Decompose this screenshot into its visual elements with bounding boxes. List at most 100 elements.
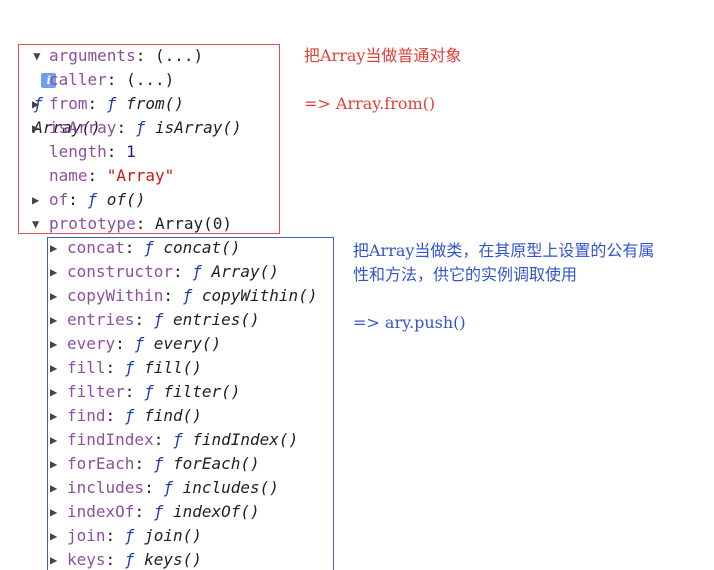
key-separator: : xyxy=(135,214,155,233)
prototype-prop-row[interactable]: ▶concat: ƒ concat() xyxy=(50,236,240,260)
function-symbol-icon: ƒ xyxy=(124,526,145,545)
expand-toggle-icon[interactable]: ▼ xyxy=(33,49,41,63)
function-symbol-icon: ƒ xyxy=(124,358,145,377)
function-symbol-icon: ƒ xyxy=(124,406,145,425)
key-separator: : xyxy=(105,550,125,569)
function-symbol-icon: ƒ xyxy=(153,310,173,329)
static-prop-row: caller: (...) xyxy=(32,68,174,92)
static-prop-row[interactable]: ▶from: ƒ from() xyxy=(32,92,184,116)
array-header-row[interactable]: ▼ i ƒ Array() xyxy=(14,20,100,137)
collapse-toggle-icon[interactable]: ▼ xyxy=(32,217,40,231)
expand-toggle-icon[interactable]: ▶ xyxy=(50,481,58,495)
property-key: caller xyxy=(49,70,107,89)
property-key: entries xyxy=(67,310,135,329)
prototype-prop-row[interactable]: ▶constructor: ƒ Array() xyxy=(50,260,279,284)
key-separator: : xyxy=(144,478,164,497)
expand-toggle-icon[interactable]: ▶ xyxy=(50,289,58,303)
prototype-prop-row[interactable]: ▶findIndex: ƒ findIndex() xyxy=(50,428,298,452)
property-value: copyWithin() xyxy=(201,286,318,305)
prototype-prop-row[interactable]: ▶join: ƒ join() xyxy=(50,524,202,548)
key-separator: : xyxy=(134,502,154,521)
key-separator: : xyxy=(106,142,127,161)
static-prop-row: arguments: (...) xyxy=(32,44,203,68)
prototype-prop-row[interactable]: ▶includes: ƒ includes() xyxy=(50,476,279,500)
property-key: join xyxy=(67,526,106,545)
expand-toggle-icon[interactable]: ▶ xyxy=(50,457,58,471)
prototype-annotation-title-line1: 把Array当做类，在其原型上设置的公有属 xyxy=(353,241,655,260)
expand-toggle-icon[interactable]: ▶ xyxy=(50,313,58,327)
prototype-prop-row[interactable]: ▶every: ƒ every() xyxy=(50,332,221,356)
static-prop-row[interactable]: ▶isArray: ƒ isArray() xyxy=(32,116,242,140)
function-symbol-icon: ƒ xyxy=(106,94,127,113)
function-symbol-icon: ƒ xyxy=(144,238,164,257)
property-key: forEach xyxy=(67,454,135,473)
expand-toggle-icon[interactable]: ▶ xyxy=(32,121,40,135)
expand-toggle-icon[interactable]: ▶ xyxy=(50,337,58,351)
expand-toggle-icon[interactable]: ▶ xyxy=(50,241,58,255)
static-prop-row[interactable]: ▼ prototype: Array(0) xyxy=(32,212,232,236)
function-symbol-icon: ƒ xyxy=(182,286,202,305)
property-value: filter() xyxy=(163,382,241,401)
property-key: keys xyxy=(67,550,106,569)
property-key: fill xyxy=(67,358,106,377)
expand-toggle-icon[interactable]: ▶ xyxy=(50,385,58,399)
property-value: Array() xyxy=(211,262,279,281)
property-value: every() xyxy=(153,334,222,353)
function-symbol-icon: ƒ xyxy=(192,262,212,281)
key-separator: : xyxy=(172,262,193,281)
expand-toggle-icon[interactable]: ▶ xyxy=(50,265,58,279)
expand-toggle-icon[interactable]: ▶ xyxy=(32,193,40,207)
static-prop-row[interactable]: ▶of: ƒ of() xyxy=(32,188,145,212)
prototype-prop-row[interactable]: ▶copyWithin: ƒ copyWithin() xyxy=(50,284,317,308)
prototype-prop-row[interactable]: ▶forEach: ƒ forEach() xyxy=(50,452,260,476)
prototype-prop-row[interactable]: ▶ find: ƒ find() xyxy=(50,404,202,428)
prototype-annotation-title-line2: 性和方法，供它的实例调取使用 xyxy=(353,265,578,284)
prototype-prop-row[interactable]: ▶entries: ƒ entries() xyxy=(50,308,260,332)
expand-toggle-icon[interactable]: ▶ xyxy=(32,97,40,111)
info-icon[interactable]: i xyxy=(41,73,57,88)
property-key: every xyxy=(67,334,116,353)
expand-toggle-icon[interactable]: ▶ xyxy=(50,505,58,519)
key-separator: : xyxy=(105,358,125,377)
prototype-prop-row[interactable]: ▶keys: ƒ keys() xyxy=(50,548,202,570)
property-value: Array(0) xyxy=(154,214,233,233)
key-separator: : xyxy=(106,70,127,89)
property-value: keys() xyxy=(144,550,202,569)
property-value: forEach() xyxy=(172,454,260,473)
expand-toggle-icon[interactable]: ▶ xyxy=(50,553,58,567)
prototype-props-highlight-box xyxy=(47,237,334,570)
prototype-prop-row[interactable]: ▶filter: ƒ filter() xyxy=(50,380,240,404)
property-value: find() xyxy=(144,406,202,425)
expand-toggle-icon[interactable]: ▶ xyxy=(50,361,58,375)
key-separator: : xyxy=(153,430,173,449)
key-separator: : xyxy=(135,46,155,65)
property-value: includes() xyxy=(182,478,279,497)
function-symbol-icon: ƒ xyxy=(33,94,43,113)
property-key: prototype xyxy=(49,214,136,233)
key-separator: : xyxy=(124,382,145,401)
prototype-prop-row[interactable]: ▶fill: ƒ fill() xyxy=(50,356,202,380)
property-key: filter xyxy=(67,382,125,401)
expand-toggle-icon[interactable]: ▶ xyxy=(50,409,58,423)
property-value: (...) xyxy=(154,46,204,65)
property-value: 1 xyxy=(126,142,136,161)
static-props-highlight-box xyxy=(18,44,280,234)
static-annotation-example: => Array.from() xyxy=(304,94,436,113)
function-symbol-icon: ƒ xyxy=(172,430,193,449)
property-key: name xyxy=(49,166,88,185)
function-symbol-icon: ƒ xyxy=(134,334,154,353)
expand-toggle-icon[interactable]: ▶ xyxy=(50,529,58,543)
key-separator: : xyxy=(87,94,107,113)
key-separator: : xyxy=(105,406,125,425)
property-value: entries() xyxy=(172,310,260,329)
function-symbol-icon: ƒ xyxy=(87,190,107,209)
expand-toggle-icon[interactable]: ▶ xyxy=(50,433,58,447)
prototype-prop-row[interactable]: ▶indexOf: ƒ indexOf() xyxy=(50,500,260,524)
static-prop-row: length: 1 xyxy=(32,140,136,164)
property-value: isArray() xyxy=(154,118,242,137)
key-separator: : xyxy=(134,454,154,473)
property-key: arguments xyxy=(49,46,136,65)
key-separator: : xyxy=(105,526,125,545)
property-key: find xyxy=(67,406,106,425)
prototype-annotation-example: => ary.push() xyxy=(353,313,466,332)
